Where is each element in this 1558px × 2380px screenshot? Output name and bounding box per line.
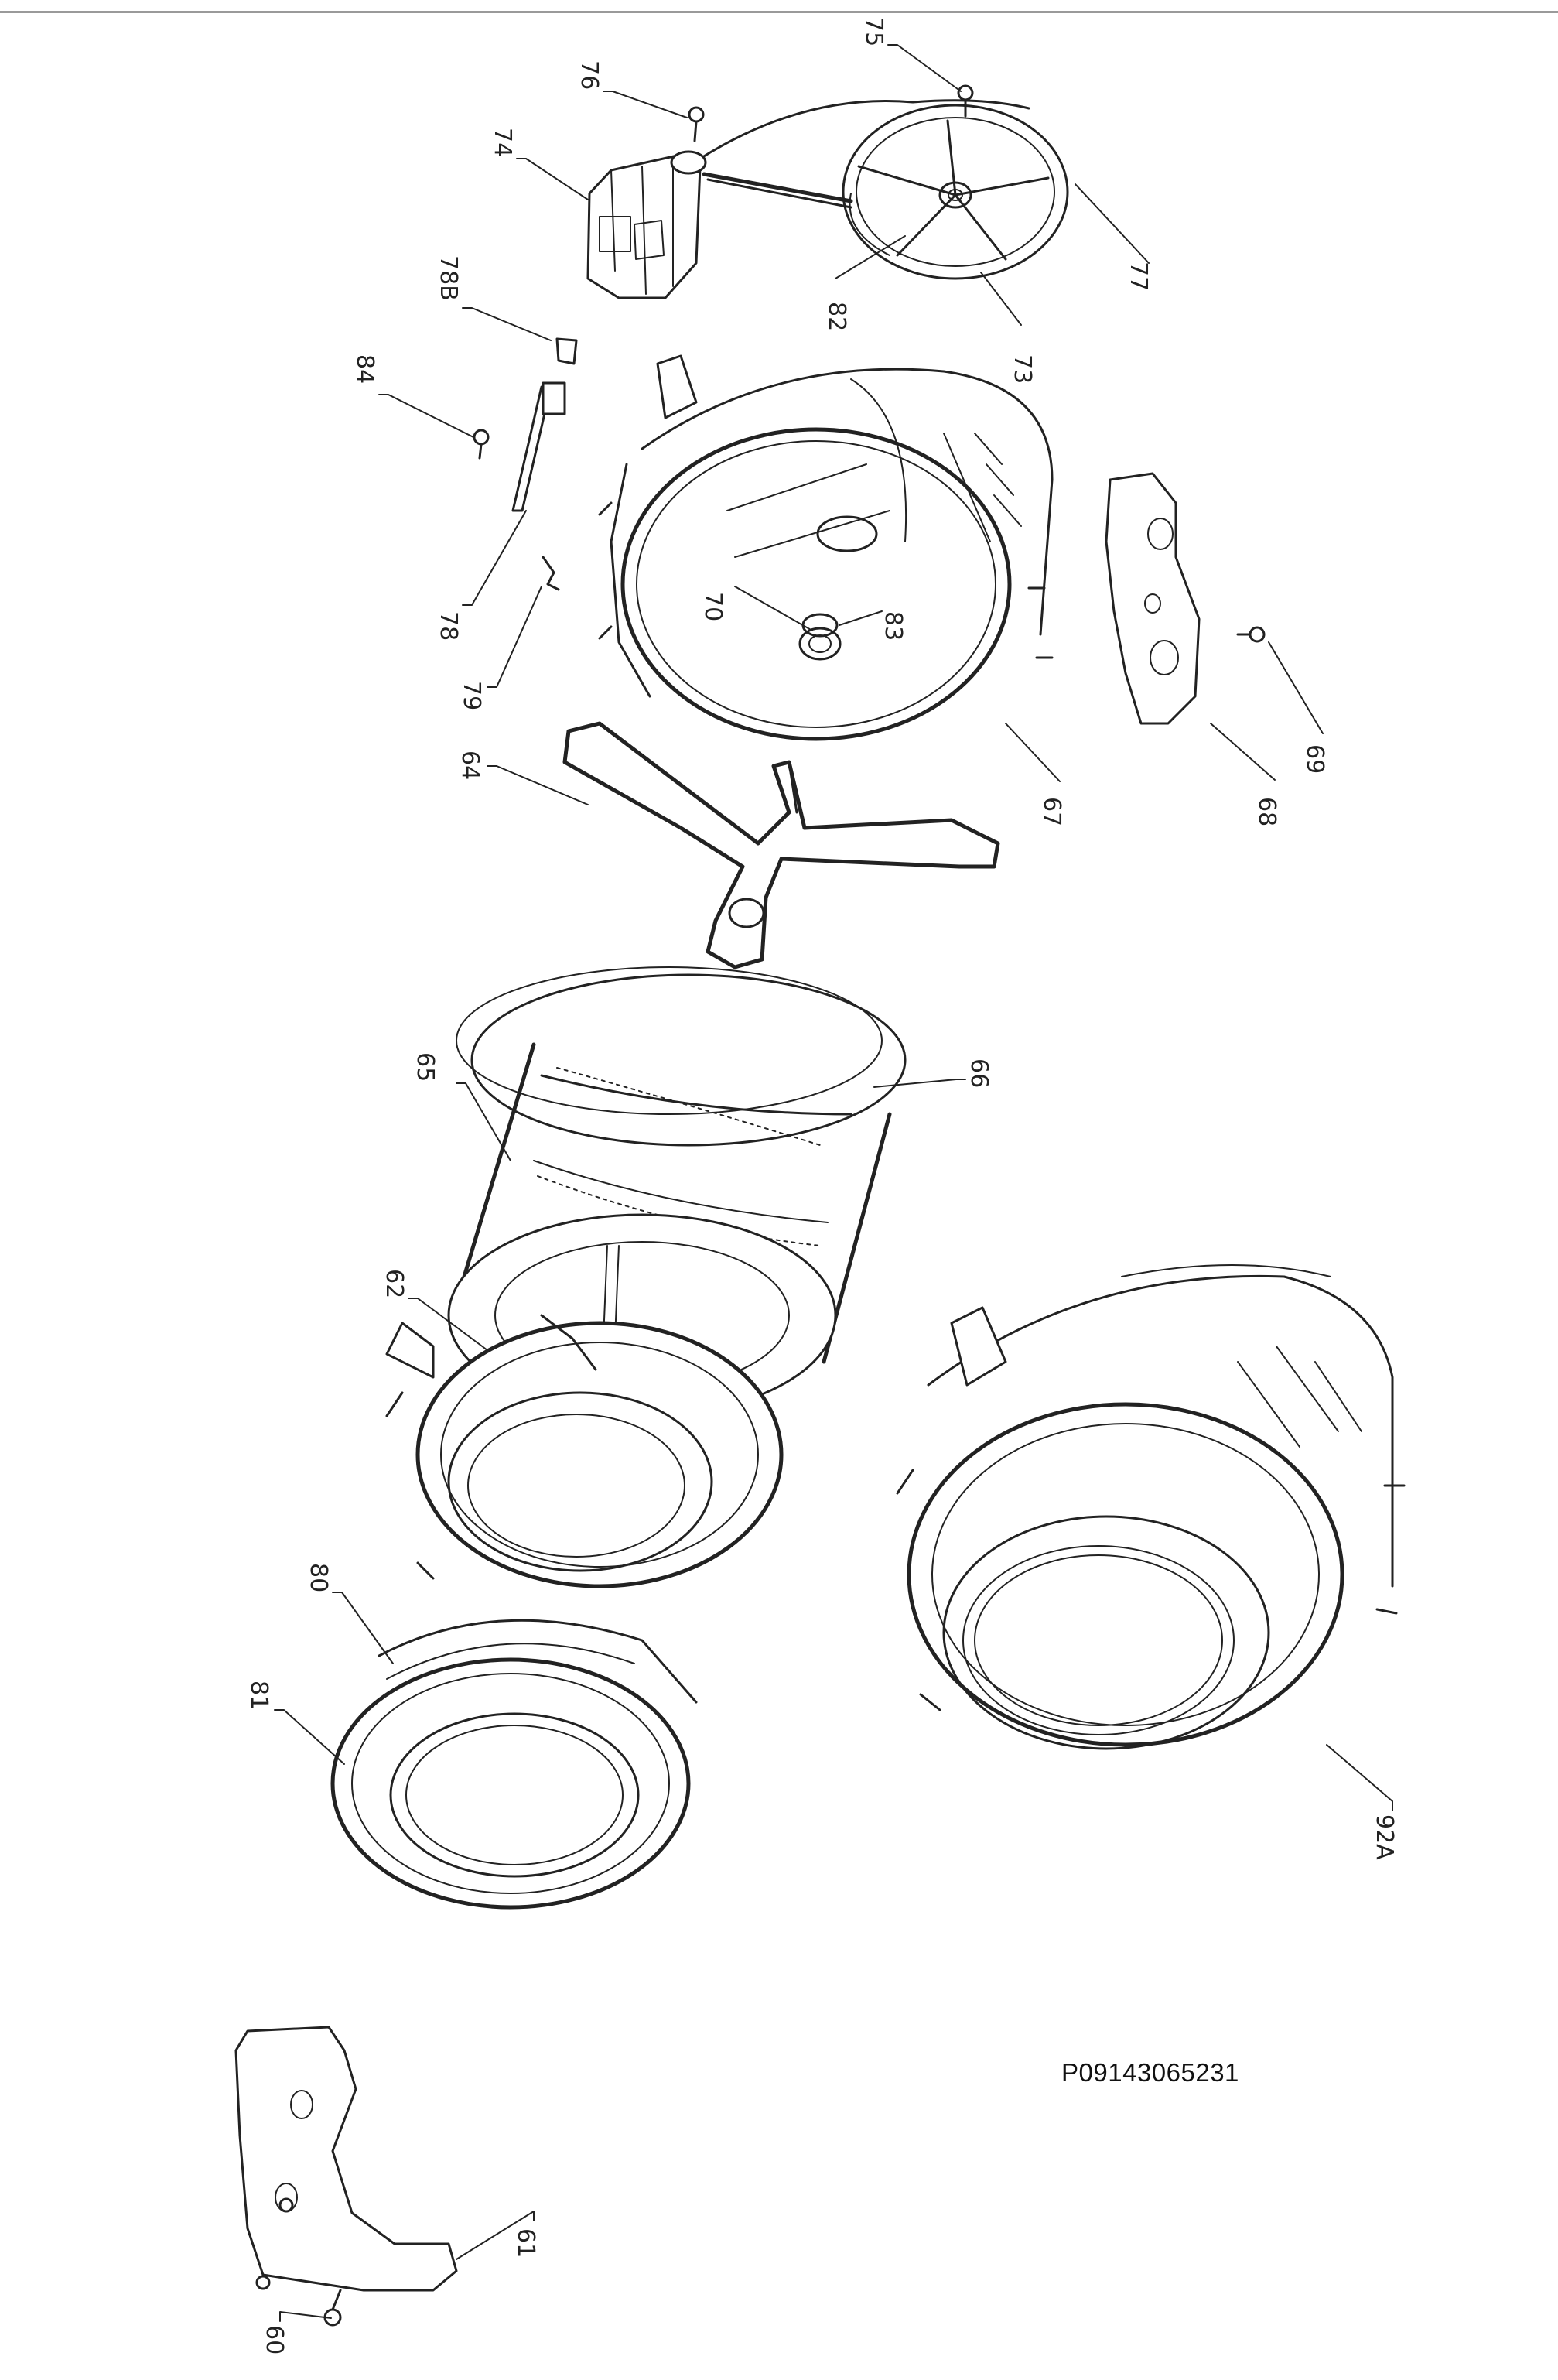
callout-81: 81 (245, 1681, 272, 1710)
screw-76 (688, 106, 705, 142)
callout-78: 78 (435, 611, 462, 641)
callout-92a: 92A (1371, 1814, 1398, 1860)
callout-73: 73 (1009, 354, 1036, 384)
callout-62: 62 (381, 1269, 408, 1298)
screw-75 (957, 84, 974, 118)
seal-clamp-80 (378, 1619, 698, 1704)
screw-84 (473, 429, 490, 460)
callout-75: 75 (860, 17, 887, 46)
drum-spider-64 (562, 721, 1000, 969)
tub-cover-68 (1105, 472, 1201, 725)
callout-83: 83 (880, 611, 907, 641)
callout-60: 60 (261, 2325, 288, 2354)
callout-76: 76 (576, 60, 603, 90)
callout-79: 79 (458, 681, 485, 710)
leader-lines (274, 44, 1393, 2322)
door-seal-81 (330, 1657, 691, 1910)
drum-backplate-66 (456, 966, 883, 1115)
drawing-code: P09143065231 (1061, 2058, 1239, 2087)
callout-80: 80 (305, 1563, 332, 1592)
callout-65: 65 (412, 1052, 439, 1082)
callout-77: 77 (1125, 262, 1152, 291)
callout-78b: 78B (435, 255, 462, 301)
motor (586, 150, 707, 299)
callout-82: 82 (823, 302, 850, 331)
tub-assembly-92a (896, 1264, 1406, 1750)
callout-64: 64 (456, 751, 483, 780)
callout-84: 84 (351, 354, 378, 384)
counterweight-61 (234, 2026, 458, 2292)
callout-68: 68 (1253, 797, 1280, 826)
callout-69: 69 (1301, 744, 1328, 774)
rear-tub (598, 354, 1054, 741)
inner-drum (447, 973, 907, 1417)
heater-element (511, 381, 566, 512)
callout-labels: 75 76 74 77 78B 82 73 84 78 70 83 79 64 … (245, 17, 1398, 2354)
clip-79 (542, 556, 560, 591)
callout-70: 70 (699, 592, 726, 621)
callout-66: 66 (965, 1058, 993, 1088)
callout-67: 67 (1038, 797, 1065, 826)
heater-bracket-78b (555, 337, 578, 365)
screw-60 (323, 2289, 342, 2327)
callout-74: 74 (489, 128, 516, 157)
screw-69 (1236, 626, 1266, 643)
drive-belt (699, 99, 1030, 209)
front-tub-62 (385, 1314, 784, 1588)
page-top-rule (0, 11, 1558, 13)
callout-61: 61 (512, 2228, 539, 2258)
